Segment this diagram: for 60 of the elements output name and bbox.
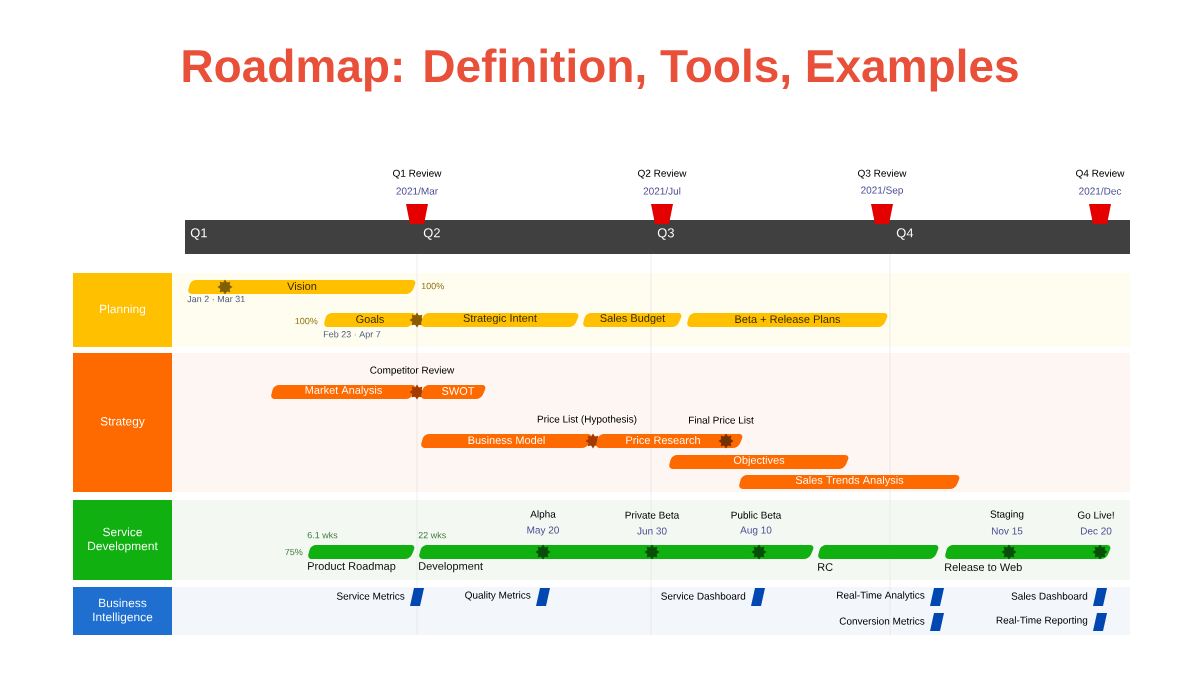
lane-label-box: Business Intelligence	[73, 587, 172, 635]
task-bar: Vision	[188, 280, 416, 294]
report-label: Service Dashboard	[661, 592, 746, 600]
milestone-label: Alpha	[530, 510, 556, 520]
date-range: Jan 2 · Mar 31	[187, 295, 245, 303]
milestone-star	[217, 279, 233, 295]
review-label: 2021/Dec	[1079, 187, 1122, 195]
task-bar: Business Model	[421, 434, 592, 448]
task-label: Release to Web	[945, 562, 1022, 572]
milestone-label: Staging	[990, 510, 1024, 520]
duration-label: 6.1 wks	[307, 531, 338, 539]
task-bar: Strategic Intent	[421, 313, 579, 327]
percent-label: 100%	[295, 317, 318, 325]
task-bar: Goals	[324, 313, 416, 327]
milestone-label: Nov 15	[992, 527, 1023, 535]
lane-label-box: Service Development	[73, 500, 172, 580]
lane-label-box: Strategy	[73, 353, 172, 492]
task-label: Development	[419, 561, 483, 573]
task-bar: Sales Trends Analysis	[739, 475, 960, 489]
milestone-label: Public Beta	[731, 511, 782, 519]
milestone-label: Price List (Hypothesis)	[537, 415, 637, 425]
percent-label: 75%	[285, 548, 303, 556]
title: Roadmap: Definition, Tools, Examples	[183, 48, 1018, 92]
review-label: 2021/Jul	[643, 187, 681, 195]
review-label: 2021/Mar	[396, 187, 438, 195]
quarter-label: Q1	[190, 228, 207, 240]
report-label: Real-Time Analytics	[837, 591, 925, 601]
milestone-label: Final Price List	[689, 416, 754, 424]
date-range: Feb 23 · Apr 7	[323, 330, 381, 340]
task-label: Product Roadmap	[308, 561, 396, 573]
review-label: 2021/Sep	[861, 186, 903, 196]
duration-label: 22 wks	[418, 531, 446, 539]
report-label: Conversion Metrics	[839, 617, 925, 625]
milestone-label: Dec 20	[1081, 527, 1112, 535]
report-label: Service Metrics	[336, 592, 405, 600]
task-label: RC	[818, 563, 833, 571]
task-bar: Objectives	[669, 455, 849, 469]
quarter-label: Q4	[896, 228, 914, 240]
report-label: Quality Metrics	[465, 591, 531, 601]
task-bar: Price Research	[596, 434, 743, 448]
milestone-label: Aug 10	[740, 526, 772, 536]
review-label: Q1 Review	[393, 169, 442, 179]
milestone-label: Jun 30	[637, 527, 667, 535]
report-label: Real-Time Reporting	[996, 616, 1088, 626]
review-label: Q4 Review	[1076, 169, 1125, 179]
lane-label-box: Planning	[73, 273, 172, 347]
quarter-label: Q2	[423, 228, 440, 240]
milestone-label: May 20	[527, 526, 559, 536]
milestone-label: Private Beta	[625, 511, 680, 519]
report-label: Sales Dashboard	[1011, 592, 1088, 600]
task-bar: Market Analysis	[271, 385, 416, 399]
milestone-star	[409, 312, 425, 328]
review-label: Q3 Review	[858, 169, 907, 179]
review-label: Q2 Review	[638, 169, 687, 179]
task-bar: SWOT	[421, 385, 486, 399]
milestone-label: Competitor Review	[370, 366, 455, 376]
percent-label: 100%	[421, 282, 444, 290]
task-bar: Sales Budget	[583, 313, 682, 327]
task-bar: Beta + Release Plans	[687, 313, 888, 327]
milestone-label: Go Live!	[1077, 511, 1114, 519]
